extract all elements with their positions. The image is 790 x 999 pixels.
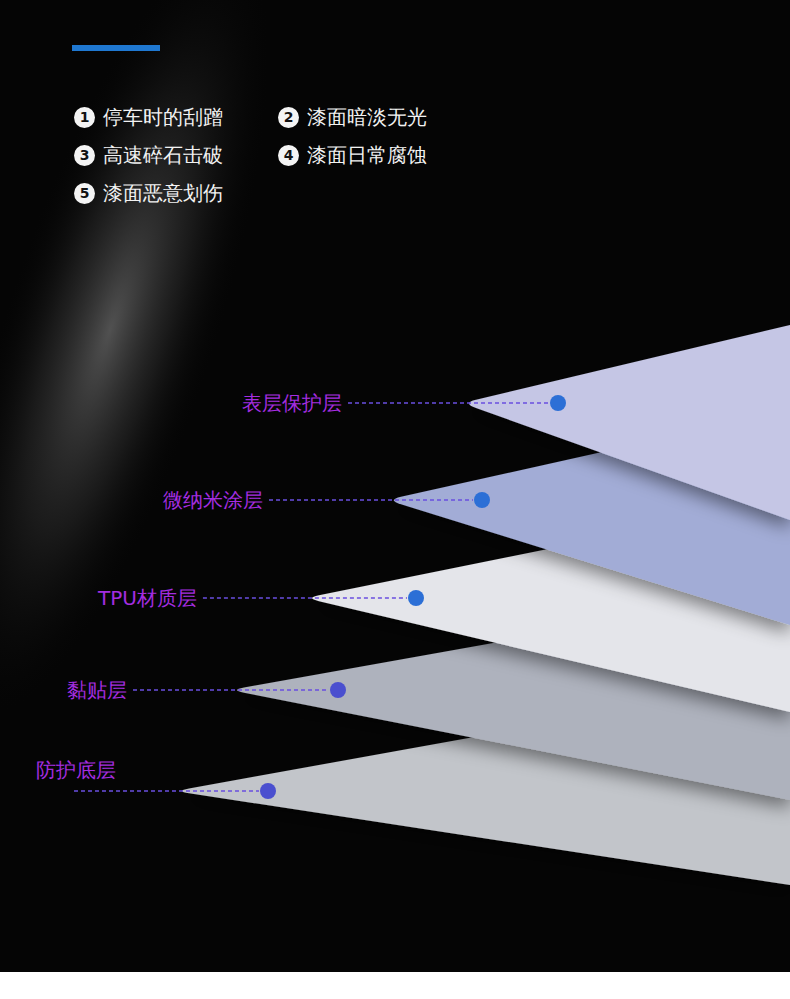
leader-dot xyxy=(474,492,490,508)
layer-name: 防护底层 xyxy=(36,758,116,782)
callout-number: 4 xyxy=(278,145,299,166)
leader-dot xyxy=(550,395,566,411)
accent-bar xyxy=(72,45,160,51)
damage-item: 高速碎石击破 xyxy=(103,143,223,167)
callout-number: 5 xyxy=(74,183,95,204)
leader-line xyxy=(269,499,473,501)
leader-line xyxy=(74,790,259,792)
light-streak xyxy=(0,0,344,763)
bottom-band xyxy=(0,972,790,999)
leader-line xyxy=(133,689,329,691)
damage-item: 漆面暗淡无光 xyxy=(307,105,427,129)
leader-line xyxy=(203,597,407,599)
leader-line xyxy=(348,402,549,404)
callout-number: 3 xyxy=(74,145,95,166)
damage-item: 停车时的刮蹭 xyxy=(103,105,223,129)
damage-item: 漆面日常腐蚀 xyxy=(307,143,427,167)
layer-name: 微纳米涂层 xyxy=(163,488,263,512)
leader-dot xyxy=(260,783,276,799)
damage-item: 漆面恶意划伤 xyxy=(103,181,223,205)
leader-dot xyxy=(408,590,424,606)
layer-name: 表层保护层 xyxy=(242,391,342,415)
layer-name: 黏贴层 xyxy=(67,678,127,702)
callout-number: 2 xyxy=(278,107,299,128)
leader-dot xyxy=(330,682,346,698)
layer-name: TPU材质层 xyxy=(98,586,197,610)
callout-number: 1 xyxy=(74,107,95,128)
film-layer xyxy=(469,325,790,520)
